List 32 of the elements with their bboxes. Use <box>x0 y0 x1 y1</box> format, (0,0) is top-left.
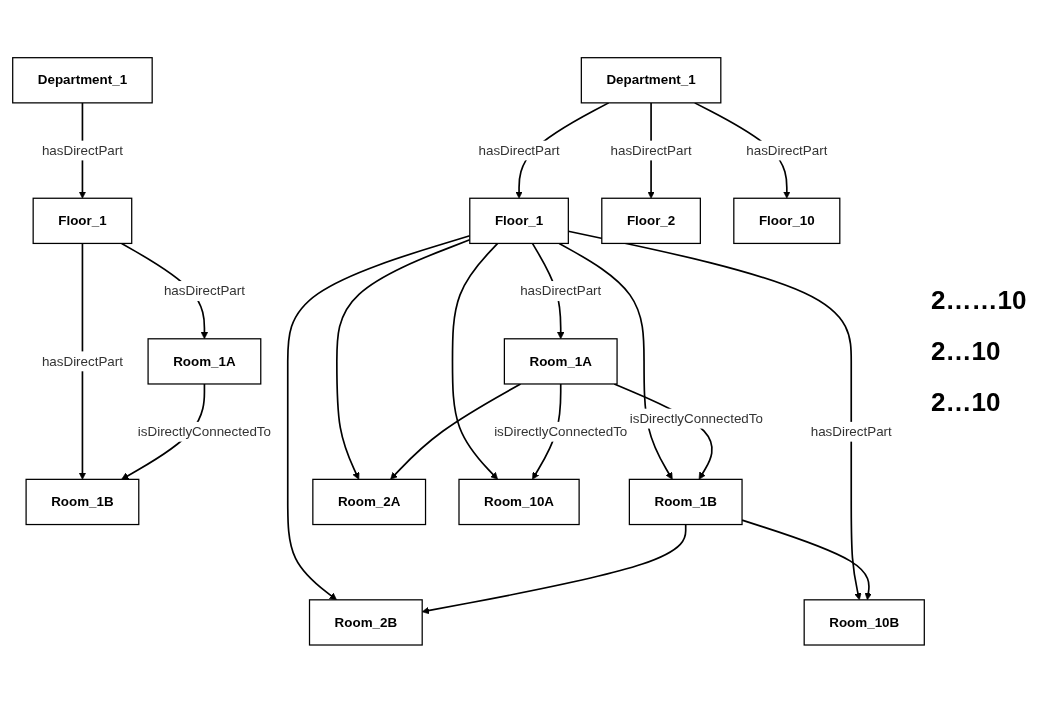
node-box: Room_10A <box>458 478 580 525</box>
node-box: Floor_2 <box>601 197 701 244</box>
node-box: Room_1A <box>147 337 262 385</box>
edge-label: hasDirectPart <box>163 283 245 298</box>
edge-label: hasDirectPart <box>41 142 123 157</box>
arrow <box>390 382 522 480</box>
edge-label: isDirectlyConnectedTo <box>629 410 763 425</box>
node-box: Room_1B <box>25 478 140 525</box>
arrow <box>558 242 673 480</box>
arrow <box>78 242 87 480</box>
node-box: Room_1A <box>503 337 618 385</box>
edge-label: hasDirectPart <box>478 142 560 157</box>
node-box: Department_1 <box>580 56 722 104</box>
edge-label: isDirectlyConnectedTo <box>494 423 628 438</box>
node-box: Department_1 <box>12 56 153 104</box>
ellipsis-range-label: 2…10 <box>931 386 1002 418</box>
node-box: Room_10B <box>803 598 925 646</box>
node-box: Room_2A <box>312 478 427 525</box>
edge-label: hasDirectPart <box>41 353 123 368</box>
arrow <box>451 242 499 480</box>
ellipsis-range-label: 2……10 <box>931 284 1028 316</box>
node-box: Floor_1 <box>32 197 133 244</box>
ellipsis-range-label: 2…10 <box>931 335 1002 367</box>
edge-label: hasDirectPart <box>520 283 602 298</box>
node-box: Floor_10 <box>733 197 841 244</box>
edge-label: isDirectlyConnectedTo <box>137 423 272 438</box>
edge-label: hasDirectPart <box>810 423 892 438</box>
edge-label: hasDirectPart <box>746 142 828 157</box>
node-box: Room_1B <box>628 478 743 525</box>
node-box: Room_2B <box>308 598 423 646</box>
edge-label: hasDirectPart <box>610 142 692 157</box>
node-box: Floor_1 <box>469 197 569 244</box>
